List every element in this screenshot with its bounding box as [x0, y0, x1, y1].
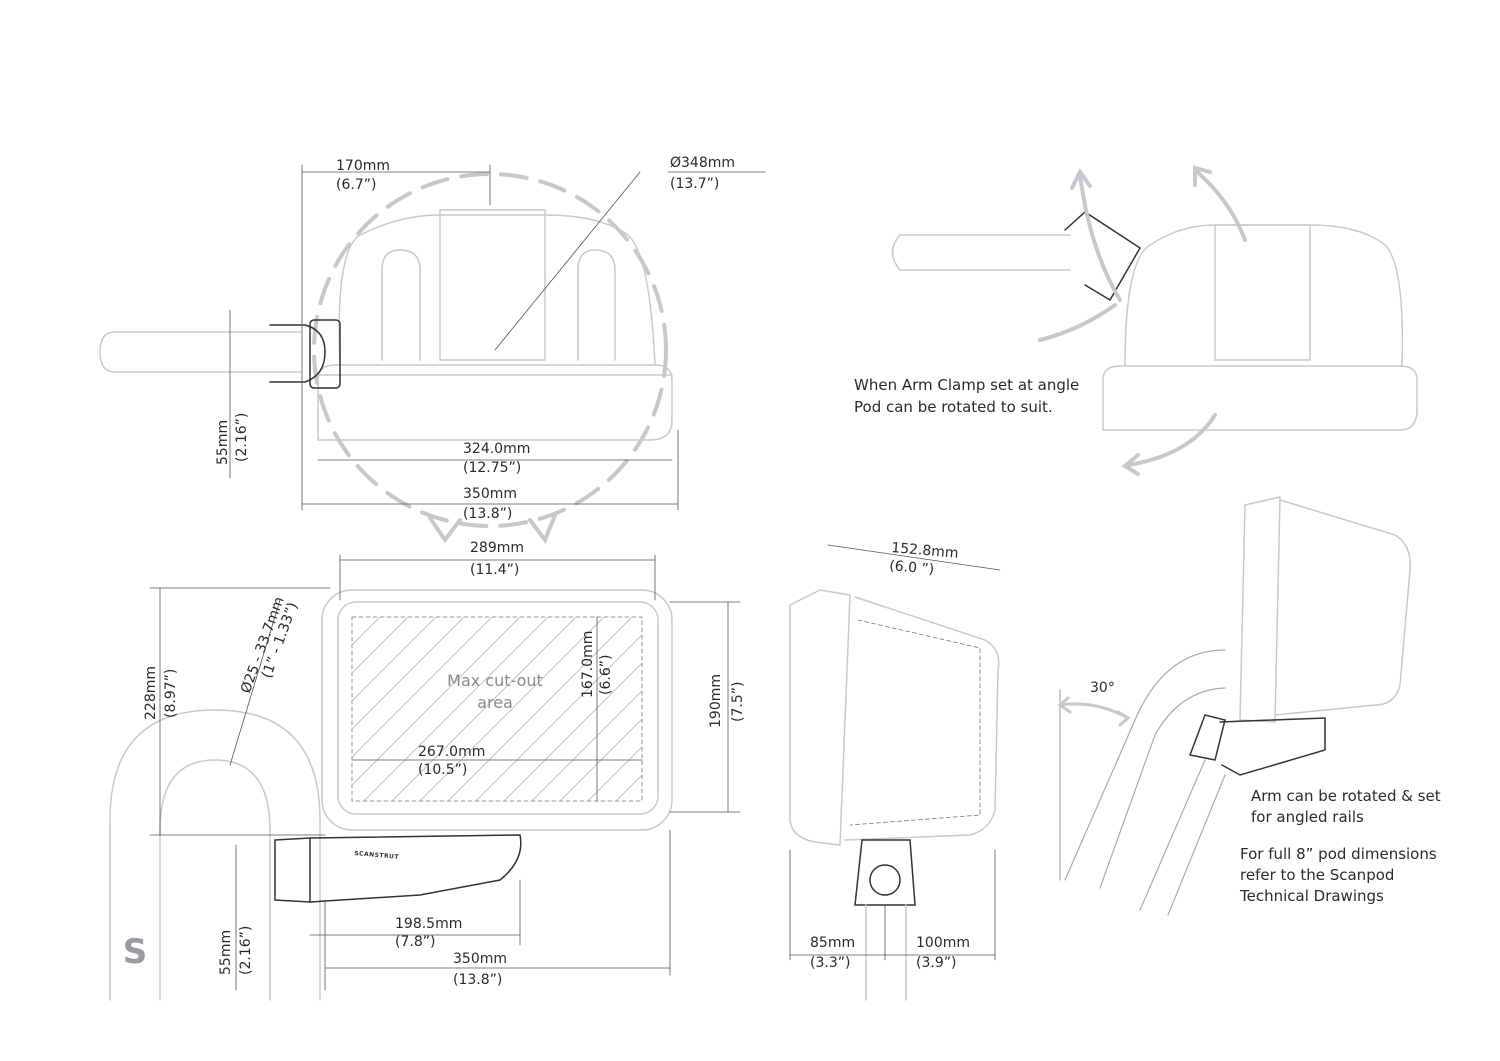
cutout-width: 267.0mm — [418, 744, 486, 760]
rear-offset-inch: (3.9”) — [916, 955, 957, 971]
offset-dimension-inch: (6.7”) — [336, 177, 377, 193]
cutout-label: Max cut-out area — [442, 670, 548, 714]
top-overall-width: 350mm — [463, 486, 517, 502]
hatch-line — [419, 616, 605, 802]
arm-offset: 198.5mm — [395, 916, 463, 932]
rail-note-line1: Arm can be rotated & set — [1251, 787, 1441, 805]
side-view-rail — [865, 904, 907, 1001]
hatch-line — [351, 616, 521, 786]
hatch-line — [351, 616, 465, 730]
pod-width-inch: (12.75”) — [463, 460, 522, 476]
swing-diameter: Ø348mm — [670, 155, 736, 171]
rail-angle: 30° — [1090, 680, 1115, 696]
face-width-inch: (11.4”) — [470, 562, 520, 578]
cutout-hatch — [351, 616, 643, 802]
overall-height-inch: (8.97”) — [163, 668, 179, 718]
hatch-line — [351, 616, 409, 674]
arm-offset-inch: (7.8”) — [395, 934, 436, 950]
hatch-line — [615, 774, 643, 802]
cutout-height-inch: (6.6”) — [598, 654, 614, 695]
rail-view-rails — [1059, 649, 1226, 916]
cutout-area — [351, 616, 643, 802]
ref-line2: refer to the Scanpod — [1240, 866, 1395, 884]
front-clamp-height-inch: (2.16”) — [238, 925, 254, 975]
hatch-line — [587, 746, 643, 802]
face-height: 190mm — [708, 674, 724, 728]
face-height-inch: (7.5”) — [730, 681, 746, 722]
swing-arrow — [428, 513, 557, 545]
ref-line3: Technical Drawings — [1240, 887, 1384, 905]
top-view-clamp — [269, 319, 341, 389]
swing-circle — [312, 172, 668, 528]
front-view-pod — [321, 589, 673, 831]
front-offset: 85mm — [810, 935, 856, 951]
swing-diameter-inch: (13.7”) — [670, 176, 720, 192]
top-clamp-height: 55mm — [215, 419, 231, 465]
side-view-clamp — [854, 839, 916, 906]
angle-note-line1: When Arm Clamp set at angle — [854, 376, 1080, 394]
front-dimension-lines — [149, 554, 741, 991]
front-offset-inch: (3.3”) — [810, 955, 851, 971]
side-view-pod — [789, 589, 1000, 846]
angle-view-clamp — [1064, 211, 1142, 302]
cutout-width-inch: (10.5”) — [418, 762, 468, 778]
hatch-line — [351, 616, 381, 646]
front-overall-width: 350mm — [453, 951, 507, 967]
cutout-label-line2: area — [477, 693, 513, 712]
front-clamp-height: 55mm — [218, 929, 234, 975]
angle-arrow — [1057, 696, 1131, 727]
angle-note-line2: Pod can be rotated to suit. — [854, 398, 1053, 416]
rail-view-pod — [1239, 496, 1411, 723]
logo-mark: S — [123, 932, 148, 972]
front-view-arm — [274, 834, 522, 903]
rail-view-arm — [1188, 714, 1326, 776]
rail-note-line2: for angled rails — [1251, 808, 1364, 826]
cutout-height: 167.0mm — [580, 630, 596, 698]
top-view-pod — [317, 209, 673, 441]
hatch-line — [475, 634, 643, 802]
side-dimension-lines — [789, 544, 1001, 961]
hatch-line — [447, 616, 633, 802]
ref-line1: For full 8” pod dimensions — [1240, 845, 1437, 863]
hatch-line — [503, 662, 643, 802]
pod-width: 324.0mm — [463, 441, 531, 457]
hatch-line — [363, 616, 549, 802]
hatch-line — [391, 616, 577, 802]
top-clamp-height-inch: (2.16”) — [234, 412, 250, 462]
top-view-rail — [99, 331, 301, 373]
top-overall-width-inch: (13.8”) — [463, 506, 513, 522]
cutout-label-line1: Max cut-out — [447, 671, 543, 690]
face-width: 289mm — [470, 540, 524, 556]
hatch-line — [351, 616, 493, 758]
hatch-line — [531, 690, 643, 802]
hatch-line — [351, 616, 437, 702]
overall-height: 228mm — [143, 666, 159, 720]
rear-offset: 100mm — [916, 935, 970, 951]
top-dimension-lines — [229, 164, 766, 511]
front-overall-width-inch: (13.8”) — [453, 972, 503, 988]
angle-view-pod — [891, 224, 1418, 431]
rotation-arrows — [1038, 165, 1247, 476]
offset-dimension: 170mm — [336, 158, 390, 174]
front-view-rail — [109, 709, 321, 1001]
